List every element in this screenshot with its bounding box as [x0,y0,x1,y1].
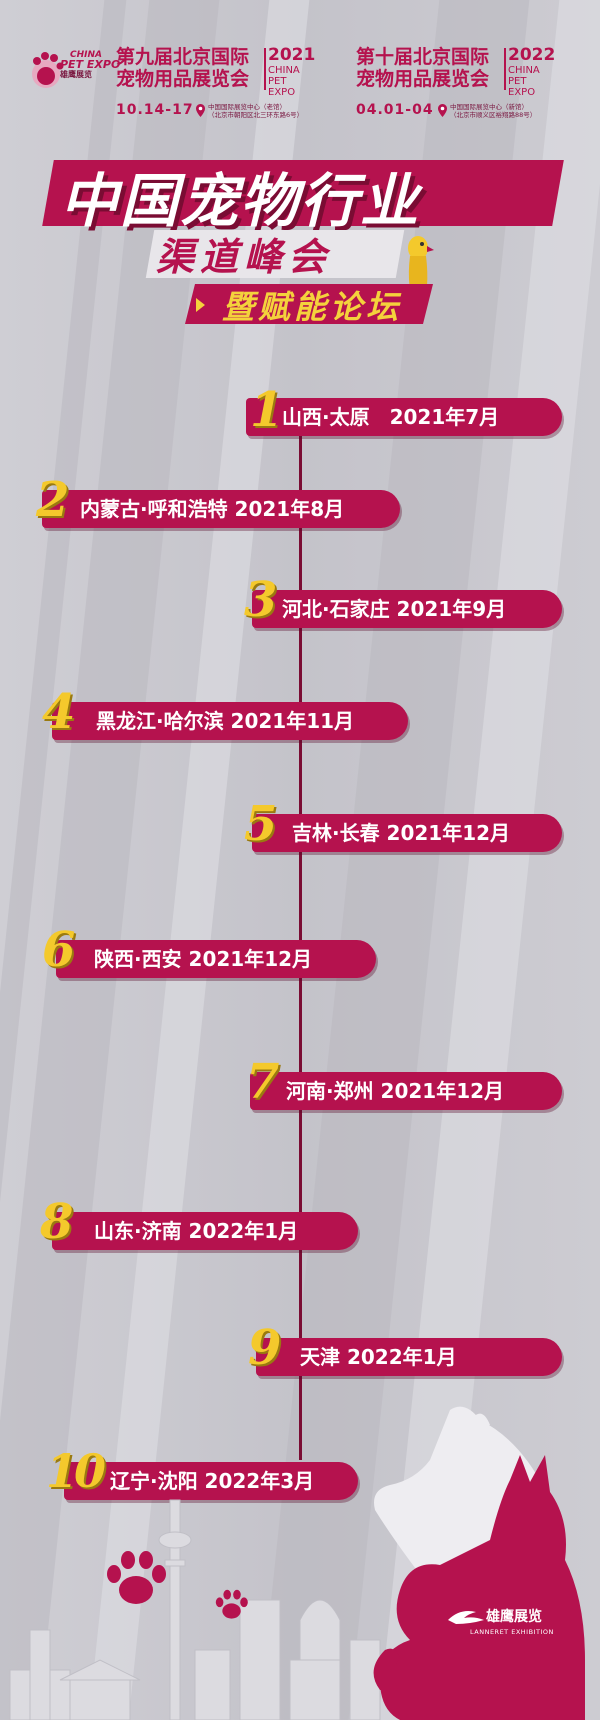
stop-label: 吉林·长春 2021年12月 [292,821,511,845]
paw-print-icon [107,1551,166,1604]
stop-number: 4 [42,684,76,740]
expo-2022-address: 中国国际展览中心（新馆） （北京市顺义区裕翔路88号） [450,103,542,119]
city-skyline-illustration [9,1499,381,1720]
stop-label: 天津 2022年1月 [300,1345,457,1369]
logo-line1: CHINA [70,50,102,60]
eagle-logo-icon [448,1611,484,1624]
timeline-item [246,398,562,436]
title-sub: 渠道峰会 [156,235,333,279]
paw-print-icon [215,1589,248,1619]
arrow-icon [196,298,205,312]
timeline-line [299,400,302,1460]
expo-2021-china: CHINA [268,65,300,76]
dog-cat-illustration [373,1406,585,1720]
timeline-item [250,1072,562,1110]
stop-number: 3 [244,572,278,628]
timeline-item [252,590,562,628]
brand-name: 雄鹰展览 [486,1609,542,1625]
stop-number: 8 [40,1194,74,1250]
expo-2021-line1: 第九届北京国际 [116,46,250,68]
stop-label: 陕西·西安 2021年12月 [94,947,313,971]
title-main: 中国宠物行业 [60,167,421,235]
stop-number: 10 [46,1444,106,1498]
expo-2021-address: 中国国际展览中心（老馆） （北京市朝阳区北三环东路6号） [208,103,304,119]
stop-label: 山东·济南 2022年1月 [94,1219,299,1243]
stop-label: 河南·郑州 2021年12月 [286,1079,505,1103]
stop-number: 6 [42,922,76,978]
timeline-item [56,940,376,978]
logo-text: CHINA PET EXPO 雄鹰展览 [60,50,120,80]
expo-2021-addr1: 中国国际展览中心（老馆） [208,103,286,111]
expo-2022-date: 04.01-04 [356,102,434,118]
expo-2022-line1: 第十届北京国际 [356,46,490,68]
stop-label: 内蒙古·呼和浩特 2021年8月 [80,497,345,521]
brand-name-en: LANNERET EXHIBITION [470,1628,554,1636]
logo-line2: PET EXPO [60,58,121,71]
expo-2021-pet-expo: PET EXPO [268,76,296,98]
expo-2022-china: CHINA [508,65,540,76]
expo-2021-year: 2021 [268,45,316,65]
timeline-item [256,1338,562,1376]
expo-2022-addr1: 中国国际展览中心（新馆） [450,103,528,111]
header-divider [504,48,506,90]
stop-number: 2 [36,472,70,528]
expo-2021-date: 10.14-17 [116,102,194,118]
expo-2022-year: 2022 [508,45,556,65]
stop-label: 山西·太原 2021年7月 [282,405,500,429]
expo-2021-year-sub: CHINA PET EXPO [268,65,300,98]
paw-logo-icon [32,52,64,88]
stop-number: 9 [248,1320,282,1376]
timeline-item [52,702,408,740]
stop-label: 河北·石家庄 2021年9月 [282,597,507,621]
timeline-item [52,1212,358,1250]
expo-2021-addr2: （北京市朝阳区北三环东路6号） [208,111,304,119]
stop-label: 辽宁·沈阳 2022年3月 [110,1469,315,1493]
timeline-item [42,490,400,528]
stop-label: 黑龙江·哈尔滨 2021年11月 [96,709,355,733]
timeline-item [252,814,562,852]
expo-2022-year-sub: CHINA PET EXPO [508,65,540,98]
expo-2021: 第九届北京国际 宠物用品展览会 2021 CHINA PET EXPO 10.1… [116,46,315,119]
expo-2021-line2: 宠物用品展览会 [116,68,250,90]
stop-number: 5 [244,796,278,852]
location-pin-icon [438,104,447,117]
header-divider [264,48,266,90]
stop-number: 7 [246,1054,280,1110]
location-pin-icon [196,104,205,117]
logo-line3: 雄鹰展览 [60,70,92,79]
expo-2022: 第十届北京国际 宠物用品展览会 2022 CHINA PET EXPO 04.0… [356,46,555,119]
title-sub2: 暨赋能论坛 [222,288,403,326]
timeline-item [64,1462,358,1500]
stop-number: 1 [250,382,284,438]
expo-2022-line2: 宠物用品展览会 [356,68,490,90]
expo-2022-addr2: （北京市顺义区裕翔路88号） [450,111,537,119]
expo-2022-pet-expo: PET EXPO [508,76,536,98]
